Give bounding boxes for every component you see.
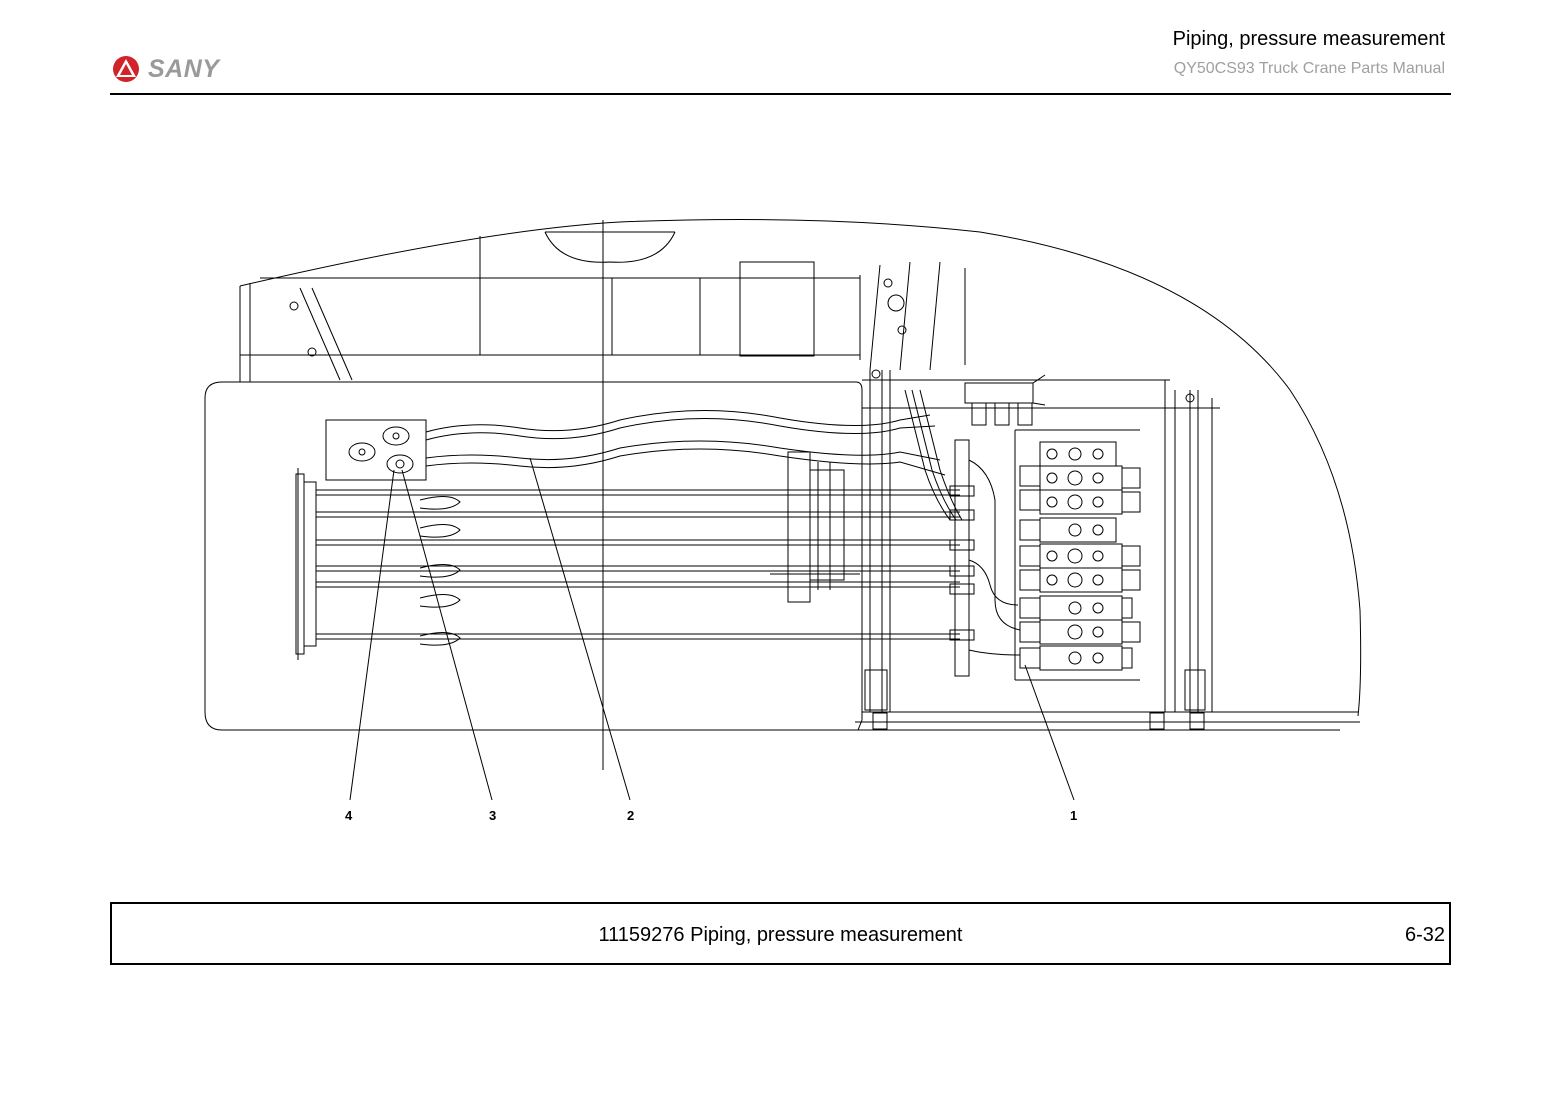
sany-logo-icon — [113, 56, 139, 82]
page-title: Piping, pressure measurement — [1172, 28, 1445, 50]
floor-plate — [204, 381, 1360, 731]
leader-lines — [349, 457, 1075, 801]
sany-logo: SANY — [108, 54, 219, 84]
control-rods — [295, 451, 960, 660]
pilot-valve-block — [964, 374, 1046, 426]
manifold-column — [949, 439, 1021, 677]
cab-outline — [239, 219, 1362, 717]
header-divider — [110, 93, 1451, 95]
measurement-hoses — [425, 389, 963, 521]
callout-1: 1 — [1070, 808, 1077, 823]
callout-4: 4 — [345, 808, 353, 823]
figure-caption: 11159276 Piping, pressure measurement — [598, 924, 963, 946]
callout-2: 2 — [627, 808, 634, 823]
brand-name: SANY — [148, 54, 220, 83]
callout-3: 3 — [489, 808, 496, 823]
page-number: 6-32 — [1404, 924, 1445, 946]
gauge-panel — [325, 419, 427, 481]
caption-box: 11159276 Piping, pressure measurement 6-… — [110, 902, 1451, 965]
valve-stack — [1019, 441, 1141, 671]
manual-subtitle: QY50CS93 Truck Crane Parts Manual — [1173, 60, 1445, 77]
side-frame — [862, 369, 1220, 712]
